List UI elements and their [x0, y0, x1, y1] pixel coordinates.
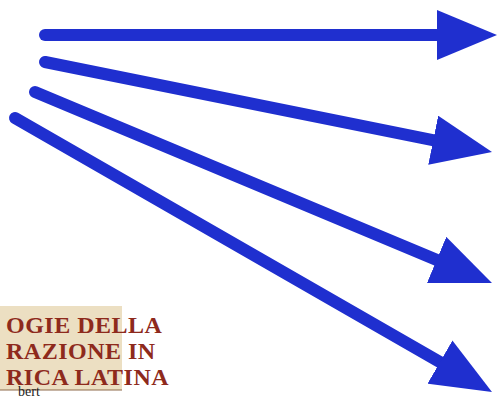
arrow	[45, 62, 468, 147]
arrow	[35, 92, 469, 273]
arrow	[45, 29, 472, 41]
cover-title: OGIE DELLA	[6, 313, 162, 337]
cover-title: RAZIONE IN	[6, 339, 156, 363]
author-name: bert	[18, 385, 40, 399]
